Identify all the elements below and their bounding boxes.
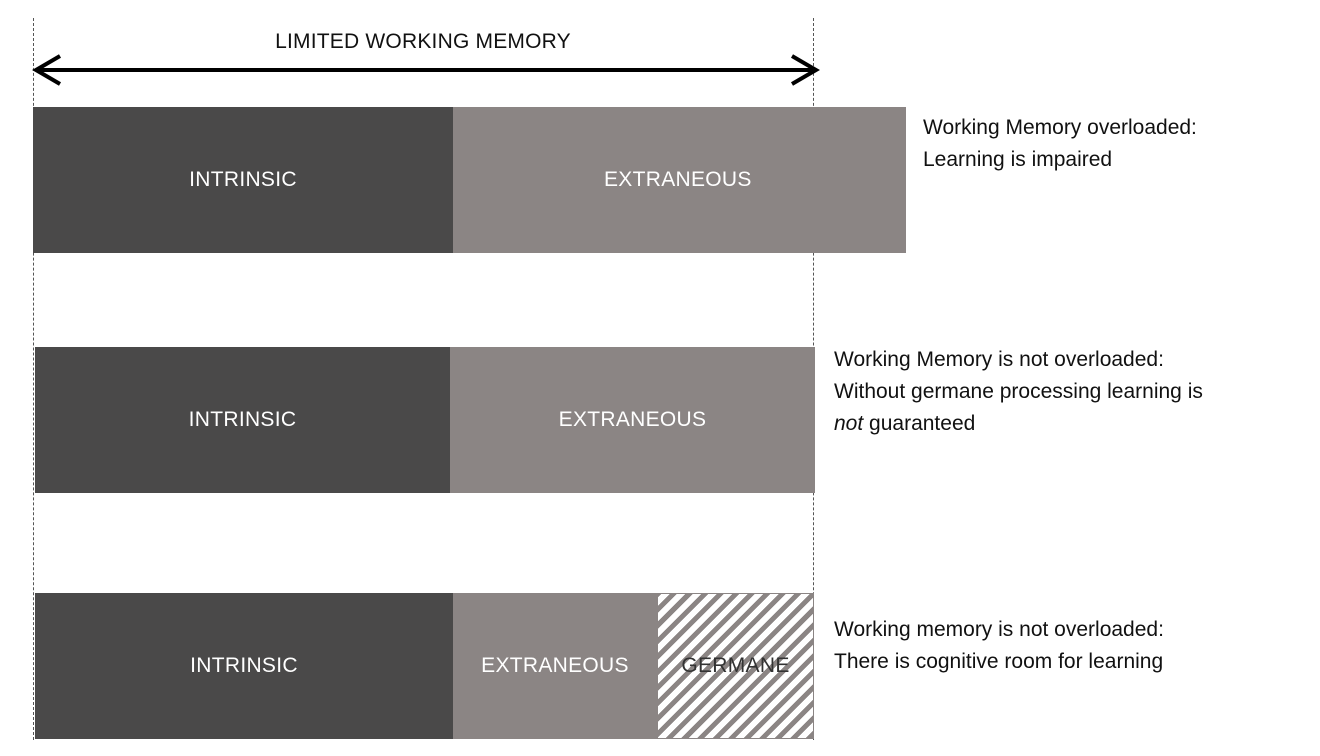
extraneous-load-block: EXTRANEOUS: [453, 593, 657, 739]
extraneous-load-block: EXTRANEOUS: [453, 107, 906, 253]
left-boundary-line: [33, 18, 34, 740]
intrinsic-label: INTRINSIC: [190, 654, 298, 677]
intrinsic-load-block: INTRINSIC: [35, 593, 453, 739]
double-arrow-icon: [32, 54, 820, 86]
intrinsic-label: INTRINSIC: [189, 168, 297, 191]
scenario-caption: Working Memory is not overloaded: Withou…: [834, 344, 1203, 440]
intrinsic-label: INTRINSIC: [188, 408, 297, 431]
intrinsic-load-block: INTRINSIC: [35, 347, 450, 493]
scenario-caption: Working Memory overloaded: Learning is i…: [923, 112, 1197, 176]
caption-line: Without germane processing learning is: [834, 380, 1203, 403]
limited-working-memory-label: LIMITED WORKING MEMORY: [275, 30, 571, 53]
extraneous-label: EXTRANEOUS: [604, 168, 752, 191]
extraneous-label: EXTRANEOUS: [558, 408, 707, 431]
extraneous-load-block: EXTRANEOUS: [450, 347, 815, 493]
extraneous-label: EXTRANEOUS: [481, 654, 629, 677]
caption-line: There is cognitive room for learning: [834, 650, 1164, 673]
germane-load-block: GERMANE: [657, 593, 814, 739]
caption-line: Working Memory overloaded:: [923, 116, 1197, 139]
germane-label: GERMANE: [681, 654, 790, 677]
caption-line: not guaranteed: [834, 408, 1203, 440]
intrinsic-load-block: INTRINSIC: [33, 107, 453, 253]
caption-text: guaranteed: [863, 412, 976, 435]
caption-emphasis: not: [834, 412, 864, 435]
caption-line: Working Memory is not overloaded:: [834, 348, 1164, 371]
caption-line: Learning is impaired: [923, 148, 1113, 171]
scenario-caption: Working memory is not overloaded: There …: [834, 614, 1164, 678]
caption-line: Working memory is not overloaded:: [834, 618, 1164, 641]
